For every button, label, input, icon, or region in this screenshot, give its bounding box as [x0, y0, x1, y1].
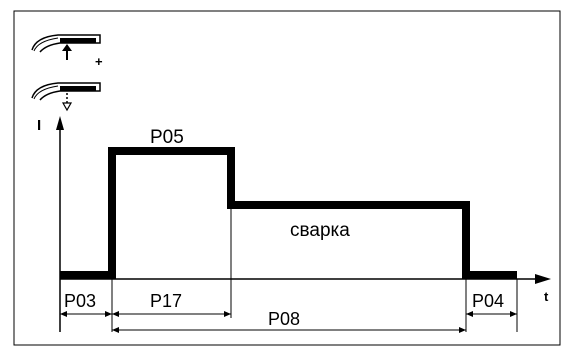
interval-p04: P04: [466, 291, 517, 317]
torch-trigger-released-icon: [31, 82, 101, 112]
diagram-frame: [13, 10, 561, 346]
interval-label-p04: P04: [472, 291, 504, 311]
torch-trigger-pressed-icon: +: [31, 34, 103, 69]
interval-markers: [59, 209, 518, 332]
interval-p08: P08: [112, 309, 466, 333]
interval-label-p08: P08: [268, 309, 300, 329]
press-symbol: +: [95, 54, 103, 69]
phase-label-p05: P05: [150, 127, 184, 148]
x-axis-label: t: [544, 289, 549, 304]
phase-label-weld: сварка: [290, 220, 350, 241]
interval-label-p17: P17: [150, 291, 182, 311]
x-axis: t: [60, 274, 551, 304]
current-curve: [60, 147, 517, 279]
interval-p17: P17: [112, 291, 231, 317]
interval-label-p03: P03: [64, 291, 96, 311]
y-axis-label: I: [37, 117, 41, 134]
interval-p03: P03: [60, 291, 112, 317]
